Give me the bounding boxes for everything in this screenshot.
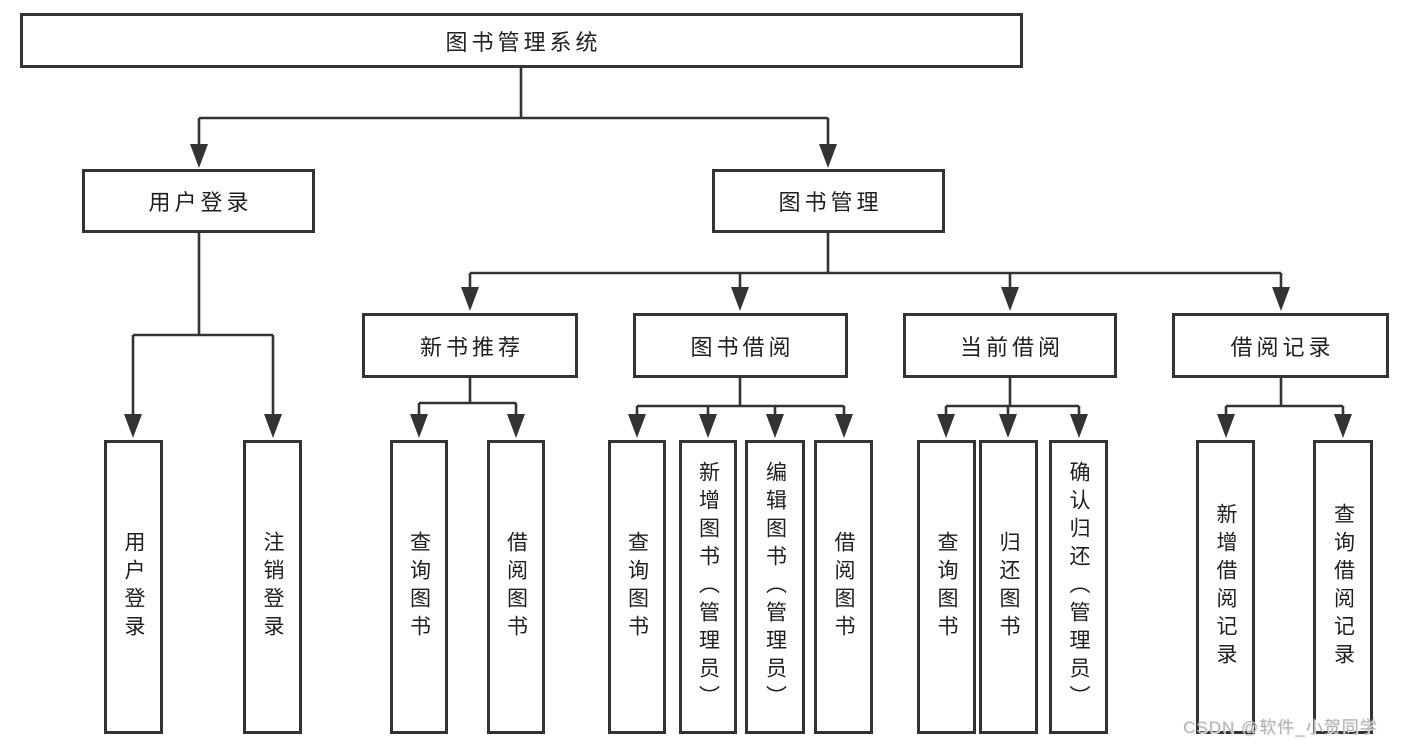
arrowhead: [190, 144, 208, 168]
node-label: 查询图书: [625, 531, 649, 643]
node-label: 新书推荐: [419, 334, 524, 360]
leaf-query-borrow-record: 查询借阅记录: [1313, 440, 1373, 734]
arrowhead: [264, 414, 282, 438]
node-label: 用户登录: [122, 531, 145, 643]
leaf-logout: 注销登录: [243, 440, 302, 734]
arrowhead: [507, 414, 525, 438]
node-label: 编辑图书（管理员）: [763, 461, 787, 713]
node-label: 归还图书: [997, 531, 1020, 643]
arrowhead: [835, 414, 853, 438]
node-current-borrow: 当前借阅: [903, 313, 1117, 378]
node-book-management: 图书管理: [712, 169, 945, 233]
node-borrow-records: 借阅记录: [1172, 313, 1389, 378]
leaf-add-borrow-record: 新增借阅记录: [1196, 440, 1255, 734]
arrowhead: [410, 414, 428, 438]
node-label: 图书借阅: [690, 334, 795, 360]
arrowhead: [937, 414, 955, 438]
node-root-library-system: 图书管理系统: [20, 13, 1023, 68]
leaf-borrow-books: 借阅图书: [814, 440, 873, 734]
arrowhead: [699, 414, 717, 438]
node-user-login: 用户登录: [82, 169, 315, 233]
leaf-query-books-current: 查询图书: [917, 440, 976, 734]
arrowhead: [1272, 287, 1290, 311]
node-label: 新增借阅记录: [1214, 503, 1237, 671]
arrowhead: [124, 414, 142, 438]
arrowhead: [628, 414, 646, 438]
arrowhead: [999, 414, 1017, 438]
node-new-book-recommend: 新书推荐: [362, 313, 578, 378]
arrowhead: [731, 287, 749, 311]
leaf-user-login: 用户登录: [104, 440, 163, 734]
node-label: 查询借阅记录: [1331, 503, 1355, 671]
leaf-query-books-recommend: 查询图书: [390, 440, 448, 734]
node-label: 确认归还（管理员）: [1067, 461, 1090, 713]
node-label: 借阅记录: [1230, 334, 1335, 360]
arrowhead: [1334, 414, 1352, 438]
leaf-query-books-borrow: 查询图书: [608, 440, 666, 734]
node-label: 借阅图书: [832, 531, 855, 643]
arrowhead: [766, 414, 784, 438]
arrowhead: [819, 144, 837, 168]
node-label: 新增图书（管理员）: [696, 461, 720, 713]
arrowhead: [1217, 414, 1235, 438]
leaf-borrow-books-recommend: 借阅图书: [487, 440, 545, 734]
arrowhead: [1070, 414, 1088, 438]
arrowhead: [461, 287, 479, 311]
node-label: 当前借阅: [959, 334, 1064, 360]
leaf-return-books: 归还图书: [979, 440, 1038, 734]
node-label: 图书管理: [778, 190, 883, 215]
csdn-watermark: CSDN @软件_小贺同学: [1183, 718, 1378, 737]
node-label: 查询图书: [935, 531, 958, 643]
node-book-borrow: 图书借阅: [633, 313, 848, 378]
node-label: 查询图书: [407, 531, 431, 643]
node-label: 图书管理系统: [445, 29, 602, 55]
node-label: 用户登录: [148, 190, 253, 215]
leaf-add-books-admin: 新增图书（管理员）: [679, 440, 737, 734]
arrowhead: [1001, 287, 1019, 311]
leaf-confirm-return-admin: 确认归还（管理员）: [1049, 440, 1108, 734]
node-label: 借阅图书: [504, 531, 528, 643]
node-label: 注销登录: [261, 531, 284, 643]
leaf-edit-books-admin: 编辑图书（管理员）: [745, 440, 805, 734]
